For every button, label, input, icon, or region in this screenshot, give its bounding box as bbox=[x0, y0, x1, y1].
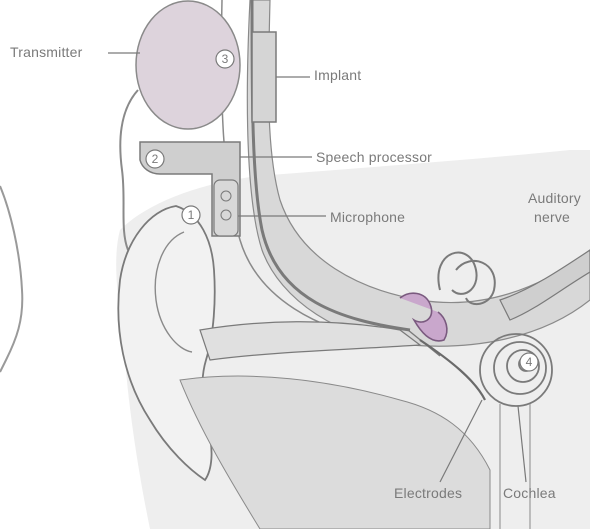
auditory-nerve-label-line1: Auditory bbox=[528, 190, 581, 206]
implant-body bbox=[252, 32, 276, 122]
microphone-body bbox=[214, 180, 238, 236]
implant-label: Implant bbox=[314, 67, 361, 83]
microphone-label: Microphone bbox=[330, 209, 405, 225]
marker-2: 2 bbox=[145, 149, 165, 169]
auditory-nerve-label-line2: nerve bbox=[534, 209, 570, 225]
marker-4: 4 bbox=[519, 352, 539, 372]
electrodes-label: Electrodes bbox=[394, 485, 462, 501]
face-profile bbox=[0, 186, 22, 372]
transmitter-label: Transmitter bbox=[10, 44, 82, 60]
cochlea-label: Cochlea bbox=[503, 485, 556, 501]
speech-processor-label: Speech processor bbox=[316, 149, 432, 165]
marker-3: 3 bbox=[215, 49, 235, 69]
marker-1: 1 bbox=[181, 205, 201, 225]
